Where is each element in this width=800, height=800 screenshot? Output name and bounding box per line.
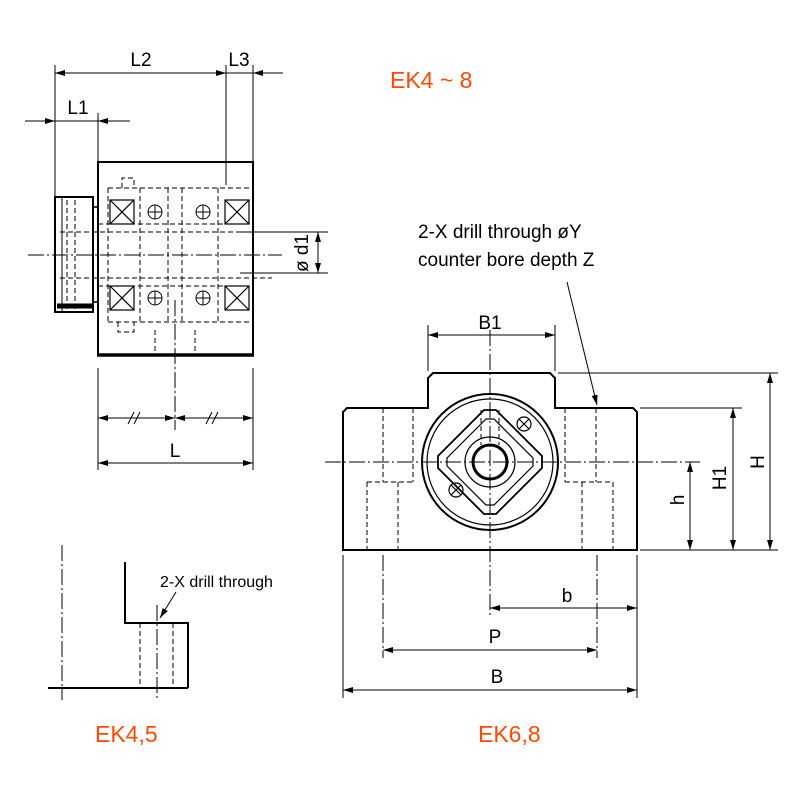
label-B1: B1 xyxy=(478,313,501,334)
label-L1: L1 xyxy=(67,98,88,119)
note-leader-line xyxy=(566,281,598,406)
variant-label-small: EK4,5 xyxy=(95,721,158,747)
screw-hole-marks xyxy=(147,204,211,306)
bolt-cross xyxy=(450,484,462,496)
bearing-bottom-right xyxy=(224,285,250,311)
side-view xyxy=(25,65,328,470)
label-b: b xyxy=(562,586,573,607)
label-P: P xyxy=(489,627,502,648)
bearing-top-left xyxy=(109,199,135,225)
left-mounting-hole xyxy=(366,408,414,550)
detail-note: 2-X drill through xyxy=(160,574,273,591)
bearing-bottom-left xyxy=(109,285,135,311)
screw-hole-crosshair xyxy=(196,205,210,219)
detail-profile xyxy=(124,562,189,688)
flange-outer xyxy=(437,409,543,515)
flange-bolt-upper xyxy=(516,416,532,432)
bearing-cross xyxy=(224,285,250,311)
front-view xyxy=(325,281,778,698)
bearing-box xyxy=(224,199,250,225)
equal-marks xyxy=(127,411,219,425)
hidden-line xyxy=(121,177,135,188)
detail-leader-line xyxy=(159,591,177,619)
bolt-cross xyxy=(518,418,530,430)
note-counter-bore: counter bore depth Z xyxy=(418,250,595,271)
screw-hole-crosshair xyxy=(148,291,162,305)
right-mounting-hole xyxy=(564,408,614,550)
bearing-top-right xyxy=(224,199,250,225)
label-H1: H1 xyxy=(710,466,731,490)
side-view-hidden-lines xyxy=(60,177,272,355)
label-h: h xyxy=(668,495,689,506)
bolt-circle xyxy=(516,416,532,432)
variant-labels: EK4 ~ 8 EK4,5 EK6,8 xyxy=(95,67,541,747)
bearing-cross xyxy=(109,199,135,225)
screw-hole-crosshair xyxy=(196,291,210,305)
label-L2: L2 xyxy=(130,50,151,71)
variant-label-large: EK6,8 xyxy=(478,721,541,747)
bearing-cross xyxy=(224,199,250,225)
bearing-cross xyxy=(109,285,135,311)
screw-hole-crosshair xyxy=(148,205,162,219)
bearing-box xyxy=(109,285,135,311)
note-drill-through: 2-X drill through øY xyxy=(418,222,582,243)
bearing-box xyxy=(109,199,135,225)
series-title: EK4 ~ 8 xyxy=(390,67,472,93)
hidden-line xyxy=(117,322,135,333)
flange-bolt-lower xyxy=(448,482,464,498)
front-view-labels: 2-X drill through øY counter bore depth … xyxy=(418,222,769,688)
bearing-box xyxy=(224,285,250,311)
side-view-labels: L2 L3 L1 ø d1 L xyxy=(67,50,313,462)
bolt-circle xyxy=(448,482,464,498)
label-d1: ø d1 xyxy=(292,234,313,272)
label-H: H xyxy=(748,455,769,469)
label-B: B xyxy=(491,667,504,688)
label-L3: L3 xyxy=(228,50,249,71)
block-outline xyxy=(342,372,638,551)
flange-inner xyxy=(446,418,534,506)
detail-view xyxy=(48,545,189,700)
label-L: L xyxy=(170,441,181,462)
